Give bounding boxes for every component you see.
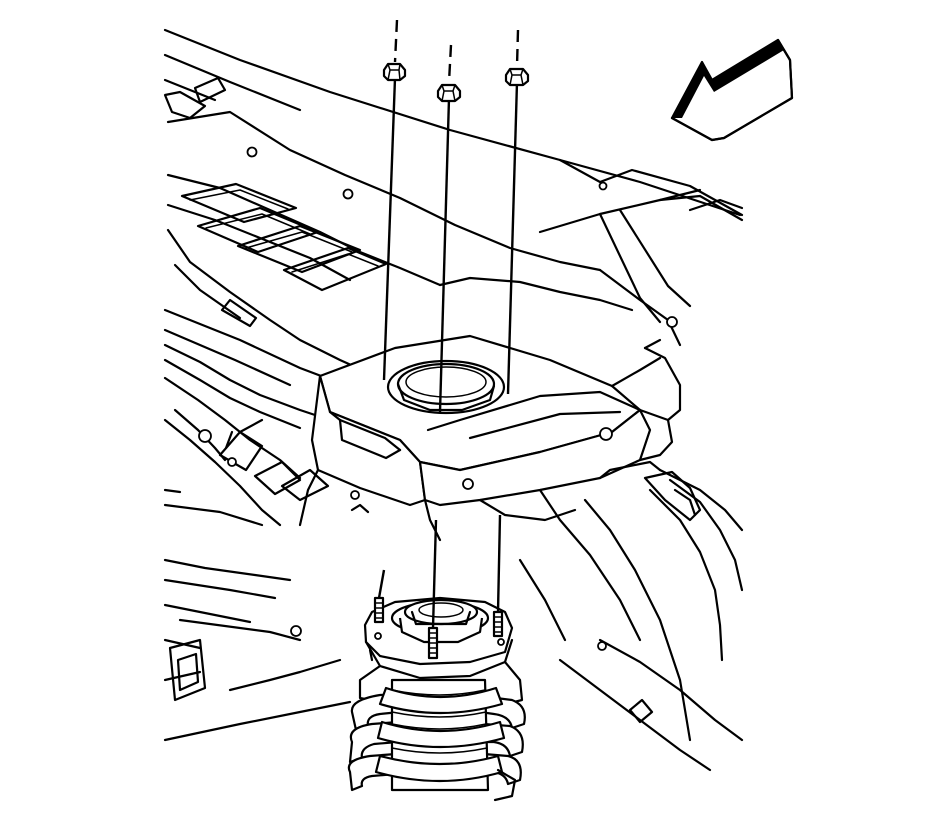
direction-arrow-icon xyxy=(670,38,794,142)
stud-alignment-lines xyxy=(377,514,502,629)
nut-alignment-lines xyxy=(382,19,520,413)
strut-mount xyxy=(363,596,514,680)
wheel-opening xyxy=(518,468,744,772)
stud-left xyxy=(373,596,385,624)
coil-spring xyxy=(347,660,526,802)
inner-fender-apron xyxy=(163,343,352,742)
stud-center xyxy=(427,626,439,660)
stud-right xyxy=(492,610,504,638)
strut-tower xyxy=(298,334,682,642)
nut-left xyxy=(382,62,407,82)
nut-center xyxy=(436,83,462,103)
body-upper-panel xyxy=(163,28,744,387)
nut-right xyxy=(504,67,530,87)
